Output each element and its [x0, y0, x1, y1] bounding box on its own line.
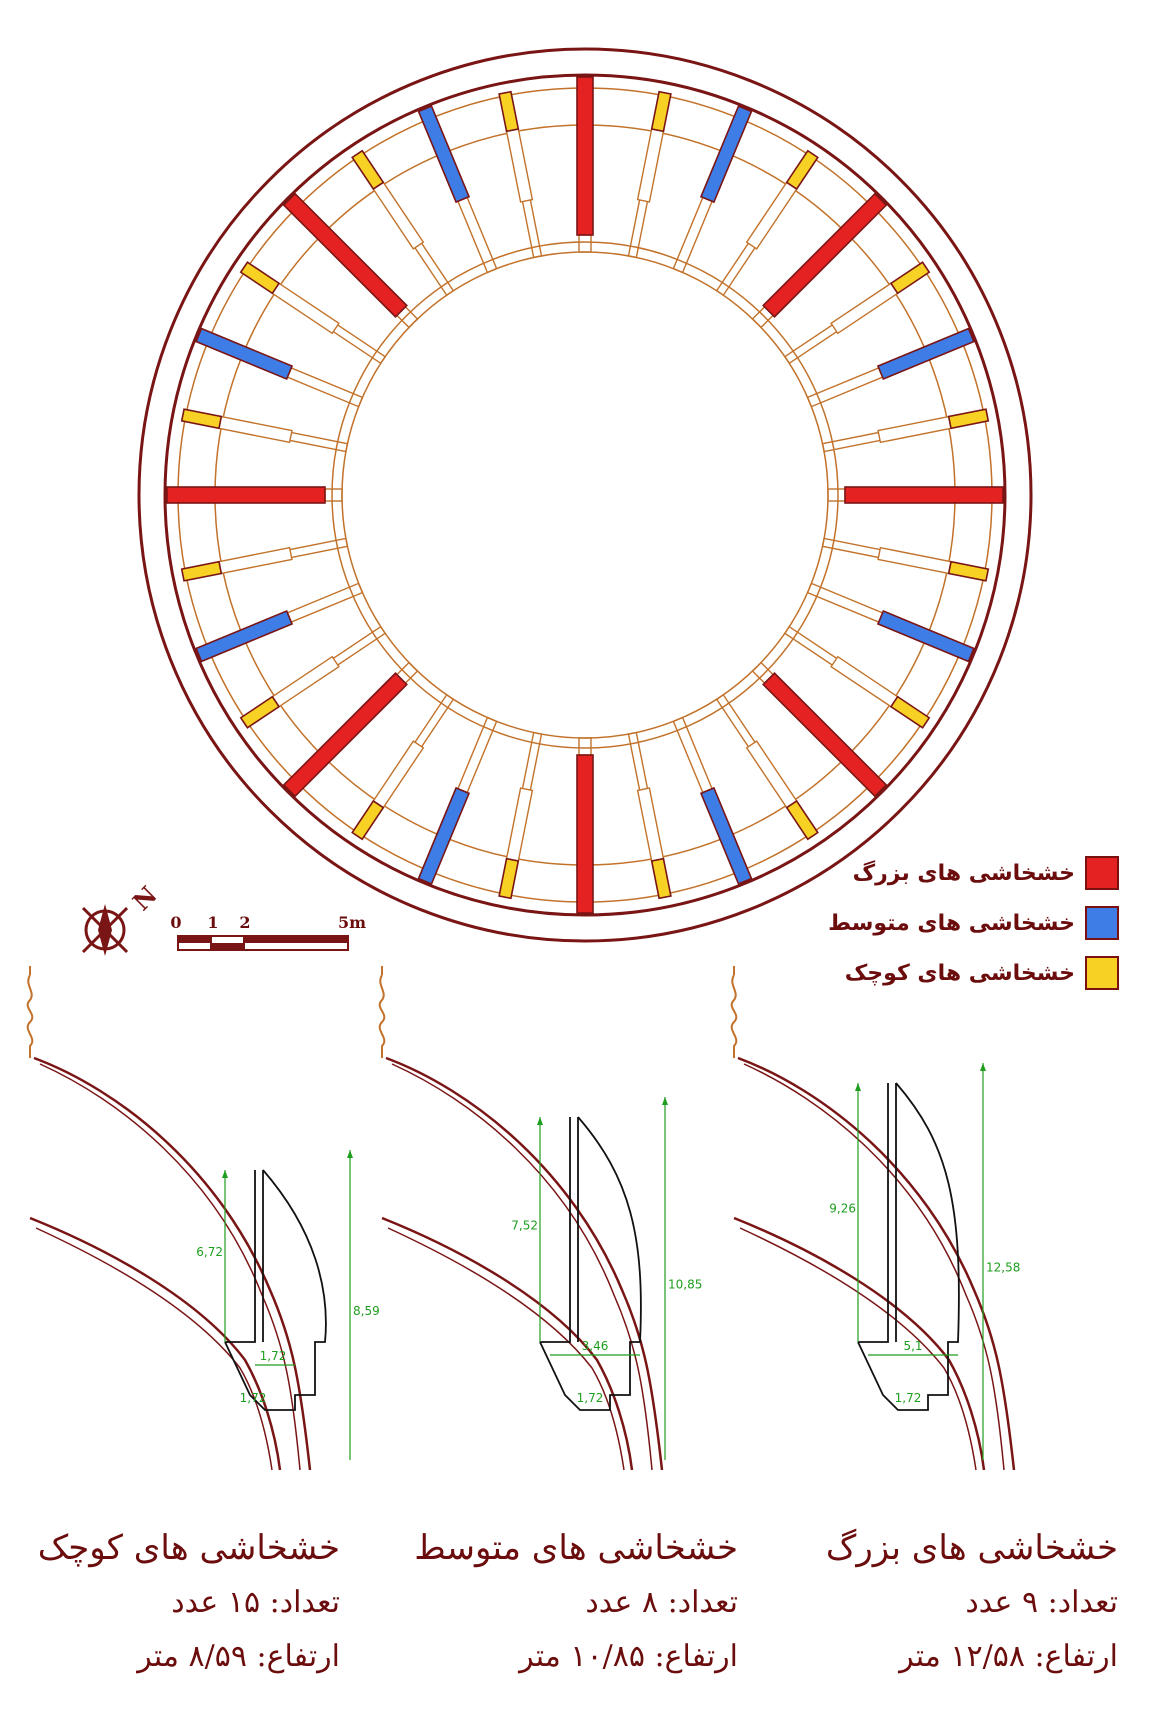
scale-label-0: 0 — [170, 913, 181, 932]
rib-l — [166, 486, 343, 504]
rib-s — [239, 261, 387, 365]
legend-swatch-large — [1085, 856, 1119, 890]
rib-s — [627, 90, 672, 259]
scale-label-5m: 5m — [338, 913, 366, 932]
dimensions-small: 6,72 8,59 1,72 1,72 — [196, 1150, 380, 1460]
dim-width: 5,1 — [903, 1339, 922, 1353]
section-medium: 7,52 10,85 3,46 1,72 — [378, 966, 702, 1471]
caption-medium-title: خشخاشی های متوسط — [414, 1528, 738, 1568]
ring-3 — [331, 241, 839, 749]
scale-label-1: 1 — [207, 913, 218, 932]
rib-s — [627, 731, 672, 900]
rib-l — [751, 661, 888, 798]
legend-label-large: خشخاشی های بزرگ — [852, 860, 1075, 886]
rib-m — [806, 327, 975, 408]
scale-label-2: 2 — [239, 913, 250, 932]
legend-item-large: خشخاشی های بزرگ — [819, 848, 1119, 898]
finial-icon — [730, 966, 738, 1058]
caption-large-count: تعداد: ۹ عدد — [965, 1585, 1118, 1620]
section-small: 6,72 8,59 1,72 1,72 — [26, 966, 380, 1471]
rib-s — [180, 537, 349, 582]
scale-bar: 0 1 2 5m — [170, 913, 366, 951]
rib-s — [715, 693, 819, 841]
caption-medium: خشخاشی های متوسط تعداد: ۸ عدد ارتفاع: ۱۰… — [398, 1520, 738, 1684]
dimensions-medium: 7,52 10,85 3,46 1,72 — [511, 1097, 702, 1460]
rib-m — [195, 582, 364, 663]
rib-s — [498, 731, 543, 900]
dim-inner-height: 7,52 — [511, 1219, 538, 1233]
rib-l — [576, 737, 594, 914]
dim-total-height: 12,58 — [986, 1261, 1020, 1275]
north-label: N — [127, 880, 163, 916]
rib-m — [806, 582, 975, 663]
rib-s — [783, 625, 931, 729]
ring-4 — [341, 251, 829, 739]
finial-icon — [378, 966, 386, 1058]
legend: خشخاشی های بزرگ خشخاشی های متوسط خشخاشی … — [819, 848, 1119, 998]
sections-group: 6,72 8,59 1,72 1,72 7,52 10,85 3,46 1,72 9,26 12,… — [26, 966, 1020, 1471]
plan-view — [137, 47, 1033, 943]
outer-wall — [137, 47, 1033, 943]
rib-s — [715, 149, 819, 297]
rib-m — [672, 105, 753, 274]
caption-large: خشخاشی های بزرگ تعداد: ۹ عدد ارتفاع: ۱۲/… — [778, 1520, 1118, 1684]
dim-step-a: 1,72 — [260, 1349, 287, 1363]
rib-m — [417, 716, 498, 885]
caption-medium-height: ارتفاع: ۱۰/۸۵ متر — [519, 1639, 738, 1674]
inner-wall — [163, 73, 1007, 917]
rib-s — [351, 693, 455, 841]
rib-l — [751, 192, 888, 329]
dim-total-height: 8,59 — [353, 1304, 380, 1318]
dim-inner-height: 6,72 — [196, 1245, 223, 1259]
legend-label-small: خشخاشی های کوچک — [844, 960, 1075, 986]
rib-m — [417, 105, 498, 274]
north-arrow-icon: N — [81, 880, 163, 956]
caption-small-height: ارتفاع: ۸/۵۹ متر — [137, 1639, 340, 1674]
section-large: 9,26 12,58 5,1 1,72 — [730, 966, 1020, 1471]
rib-s — [351, 149, 455, 297]
legend-swatch-small — [1085, 956, 1119, 990]
dim-step: 1,72 — [577, 1391, 604, 1405]
dim-inner-height: 9,26 — [829, 1202, 856, 1216]
rib-l — [282, 192, 419, 329]
rib-s — [821, 408, 990, 453]
dim-step: 1,72 — [895, 1391, 922, 1405]
rib-s — [498, 90, 543, 259]
dim-width: 3,46 — [582, 1339, 609, 1353]
rib-s — [783, 261, 931, 365]
rib-l — [827, 486, 1004, 504]
legend-item-medium: خشخاشی های متوسط — [819, 898, 1119, 948]
caption-large-height: ارتفاع: ۱۲/۵۸ متر — [899, 1639, 1118, 1674]
rib-s — [180, 408, 349, 453]
caption-small-title: خشخاشی های کوچک — [37, 1528, 340, 1568]
dim-step-b: 1,72 — [240, 1391, 267, 1405]
legend-item-small: خشخاشی های کوچک — [819, 948, 1119, 998]
caption-medium-count: تعداد: ۸ عدد — [585, 1585, 738, 1620]
caption-large-title: خشخاشی های بزرگ — [825, 1528, 1118, 1568]
legend-swatch-medium — [1085, 906, 1119, 940]
caption-small-count: تعداد: ۱۵ عدد — [171, 1585, 340, 1620]
rib-l — [576, 76, 594, 253]
dimensions-large: 9,26 12,58 5,1 1,72 — [829, 1063, 1020, 1460]
rib-s — [821, 537, 990, 582]
rib-m — [672, 716, 753, 885]
legend-label-medium: خشخاشی های متوسط — [828, 910, 1075, 936]
rib-l — [282, 661, 419, 798]
finial-icon — [26, 966, 34, 1058]
dim-total-height: 10,85 — [668, 1278, 702, 1292]
rib-s — [239, 625, 387, 729]
rib-m — [195, 327, 364, 408]
ribs-group — [166, 76, 1004, 914]
caption-small: خشخاشی های کوچک تعداد: ۱۵ عدد ارتفاع: ۸/… — [0, 1520, 340, 1684]
